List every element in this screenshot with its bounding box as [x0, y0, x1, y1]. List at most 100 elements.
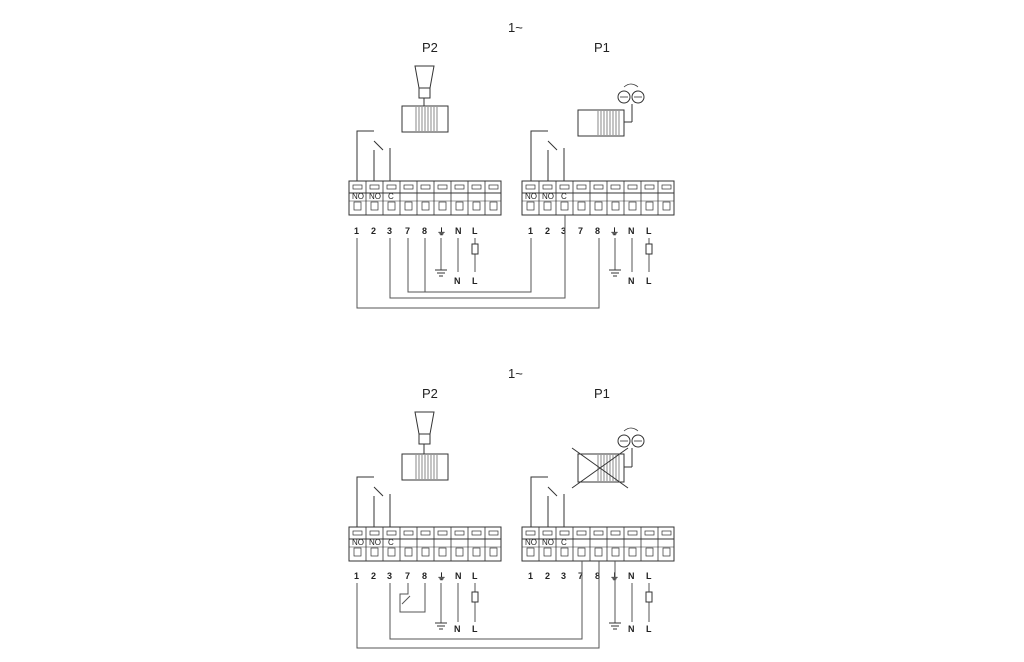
svg-text:8: 8 — [595, 571, 600, 581]
supply-label-n: N — [628, 624, 635, 634]
svg-text:2: 2 — [371, 226, 376, 236]
rotation-indicator-icon — [617, 83, 645, 104]
p2-float-switch-icon — [414, 65, 435, 106]
terminal-slot — [644, 530, 655, 536]
terminal-slot — [386, 530, 397, 536]
contact-label-no-2: NO — [542, 192, 554, 201]
terminal-screw — [438, 547, 447, 557]
terminal-screw — [353, 547, 362, 557]
terminal-slot — [627, 184, 638, 190]
diagram-1: 1~ P2 P1 — [348, 20, 675, 309]
contact-label-c: C — [561, 538, 567, 547]
terminal-screw — [594, 547, 603, 557]
terminal-slot — [559, 184, 570, 190]
svg-text:⏚: ⏚ — [437, 227, 446, 237]
svg-text:2: 2 — [545, 571, 550, 581]
terminal-slot — [661, 184, 672, 190]
svg-text:8: 8 — [595, 226, 600, 236]
contact-label-c: C — [388, 538, 394, 547]
terminal-screw — [387, 547, 396, 557]
p2-label: P2 — [422, 40, 438, 55]
terminal-slot — [661, 530, 672, 536]
svg-text:7: 7 — [578, 226, 583, 236]
contact-label-c: C — [561, 192, 567, 201]
terminal-slot — [403, 530, 414, 536]
terminal-slot — [454, 530, 465, 536]
terminal-screw — [489, 201, 498, 211]
svg-text:8: 8 — [422, 226, 427, 236]
terminal-screw — [594, 201, 603, 211]
terminal-slot — [542, 530, 553, 536]
svg-text:L: L — [472, 571, 478, 581]
terminal-slot — [437, 530, 448, 536]
terminal-slot — [593, 530, 604, 536]
p1-pump-motor-disabled-icon — [571, 447, 633, 489]
svg-text:7: 7 — [405, 226, 410, 236]
svg-text:1: 1 — [528, 571, 533, 581]
terminal-slot — [627, 530, 638, 536]
svg-text:L: L — [472, 226, 478, 236]
p2-relay-contact — [356, 130, 391, 185]
terminal-screw — [472, 547, 481, 557]
terminal-slot — [644, 184, 655, 190]
terminal-slot — [576, 184, 587, 190]
svg-text:8: 8 — [422, 571, 427, 581]
terminal-slot — [610, 184, 621, 190]
contact-label-no-2: NO — [369, 192, 381, 201]
svg-text:N: N — [628, 226, 635, 236]
terminal-screw — [628, 547, 637, 557]
contact-label-no-1: NO — [352, 192, 364, 201]
supply-label-n: N — [628, 276, 635, 286]
diagram-2: 1~ P2 P1 — [348, 366, 675, 649]
phase-label: 1~ — [508, 20, 523, 35]
contact-label-c: C — [388, 192, 394, 201]
left-terminal-cells — [352, 181, 499, 215]
p2-float-switch-icon — [414, 411, 435, 454]
terminal-screw — [370, 201, 379, 211]
p1-relay-contact — [530, 130, 565, 185]
terminal-screw — [404, 201, 413, 211]
svg-text:⏚: ⏚ — [610, 227, 619, 237]
p1-pump-motor-icon — [577, 104, 633, 137]
terminal-slot — [454, 184, 465, 190]
p1-label: P1 — [594, 40, 610, 55]
contact-label-no-1: NO — [525, 538, 537, 547]
terminal-screw — [472, 201, 481, 211]
terminal-screw — [628, 201, 637, 211]
p1-label: P1 — [594, 386, 610, 401]
wiring-lines — [356, 215, 650, 309]
terminal-slot — [369, 530, 380, 536]
terminal-slot — [369, 184, 380, 190]
terminal-screw — [560, 547, 569, 557]
terminal-slot — [525, 530, 536, 536]
supply-label-l: L — [472, 624, 478, 634]
terminal-screw — [353, 201, 362, 211]
ground-icon — [435, 269, 621, 277]
terminal-screw — [455, 201, 464, 211]
right-terminal-cells — [525, 181, 672, 215]
terminal-screw — [662, 547, 671, 557]
svg-text:2: 2 — [371, 571, 376, 581]
supply-label-n: N — [454, 276, 461, 286]
terminal-slot — [471, 184, 482, 190]
terminal-screw — [455, 547, 464, 557]
terminal-screw — [526, 547, 535, 557]
terminal-slot — [403, 184, 414, 190]
terminal-screw — [543, 547, 552, 557]
svg-text:1: 1 — [354, 226, 359, 236]
svg-text:L: L — [646, 226, 652, 236]
svg-text:N: N — [455, 571, 462, 581]
right-terminal-numbers: 1 2 3 7 8 ⏚ N L — [528, 226, 652, 237]
svg-text:7: 7 — [405, 571, 410, 581]
supply-label-l: L — [646, 624, 652, 634]
left-terminal-numbers: 1 2 3 7 8 ⏚ N L — [354, 571, 478, 582]
terminal-screw — [662, 201, 671, 211]
terminal-screw — [543, 201, 552, 211]
contact-label-no-2: NO — [369, 538, 381, 547]
ground-icon — [435, 622, 621, 630]
svg-text:N: N — [628, 571, 635, 581]
terminal-screw — [526, 201, 535, 211]
terminal-slot — [420, 530, 431, 536]
terminal-slot — [488, 530, 499, 536]
